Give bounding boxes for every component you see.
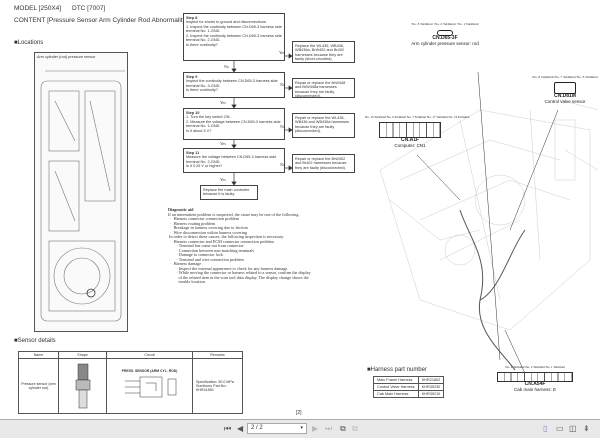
connector-cn-a54f: No. 4 Terminal No. 2 Terminal No. 1 Term… [495, 365, 575, 392]
step-10-yes-label: Yes [220, 141, 226, 146]
diagnostic-line: · Harness damage [168, 261, 202, 266]
sensor-details-table: Name Shape Circuit Remarks Pressure sens… [18, 351, 243, 414]
diagnostic-line: If an intermittent problem is suspected,… [168, 211, 300, 217]
diagnostic-line: · Terminal has come out from connector [168, 243, 244, 248]
diagnostic-line: In order to detect these causes, the fol… [168, 234, 285, 239]
harness-routing-illustration [379, 71, 599, 381]
diagnostic-line: · Damage to connector lock [168, 252, 223, 257]
step-9-no-label: No [280, 82, 285, 87]
sensor-name: Pressure sensor (arm cylinder rod) [18, 358, 59, 414]
final-action-box: Replace the main controller because it i… [200, 185, 258, 200]
next-page-button[interactable]: ▶ [312, 424, 319, 433]
column-header: Name [18, 351, 59, 359]
column-header: Circuit [106, 351, 193, 359]
diagnostic-title: Diagnostic aid [168, 207, 194, 212]
dtc-label: DTC [7007] [72, 5, 106, 12]
diagnostic-line: · Harness connector and ECM connector co… [168, 238, 274, 244]
step-9-action: Repair or replace the BrW448 and BrW448a… [292, 78, 355, 98]
step-11-action: Repair or replace the BrW402 and Br402 h… [292, 154, 355, 173]
connector-pins-icon [554, 82, 576, 94]
diagnostic-line: · Wire disconnection within harness cove… [168, 229, 248, 235]
two-page-view-icon[interactable]: ◫ [569, 424, 577, 433]
step-11-no-label: No [280, 162, 285, 167]
previous-page-button[interactable]: ◀ [237, 424, 244, 433]
first-page-button[interactable]: ⏮ [224, 424, 232, 433]
connector-pins-icon [497, 372, 573, 382]
flowchart-arrows [231, 53, 293, 186]
diagnostic-line: · Breakage in harness covering due to fr… [168, 225, 248, 230]
chevron-down-icon: ▾ [300, 425, 303, 431]
diagnostic-line: · Harness connector connection problem [168, 216, 240, 221]
sensor-details-heading: ■Sensor details [14, 338, 56, 344]
connector-cn-a1f: No. 10 Terminal No. 6 Terminal No. 7 Ter… [365, 115, 470, 148]
step-8-no-label: No [224, 64, 229, 69]
diagnostic-line: of the related item in the scan tool dat… [168, 274, 309, 280]
page-label: [2] [296, 410, 302, 416]
sensor-shape-image [58, 358, 107, 414]
locations-heading: ■Locations [14, 40, 44, 46]
copy-icon[interactable]: ⧉ [340, 424, 346, 433]
diagnostic-line: · Harness routing problem [168, 220, 216, 226]
step-9-yes-label: Yes [220, 100, 226, 105]
step-10-no-label: No [280, 124, 285, 129]
connector-pins-icon [437, 30, 453, 36]
scroll-view-icon[interactable]: ⇟ [583, 424, 590, 433]
viewer-toolbar: ⏮ ◀ 2 / 2▾ ▶ ⏭ ⧉ ⧉ ▯ ▭ ◫ ⇟ [0, 419, 600, 438]
content-title: CONTENT [Pressure Sensor Arm Cylinder Ro… [14, 17, 188, 24]
diagnostic-aid: Diagnostic aid If an intermittent proble… [168, 207, 368, 285]
locations-image-label: Arm cylinder (rod) pressure sensor [37, 55, 96, 59]
step-8-yes-label: Yes [279, 50, 285, 55]
connector-cn-d65-3f: No. 3 Terminal No. 2 Terminal No. 1 Term… [411, 22, 479, 46]
step-8-action: Replace the WL435, WB436, WB436a, BrW402… [292, 41, 355, 63]
column-header: Shape [58, 351, 107, 359]
last-page-button[interactable]: ⏭ [325, 424, 333, 433]
single-page-view-icon[interactable]: ▯ [543, 424, 548, 433]
continuous-view-icon[interactable]: ▭ [556, 424, 564, 433]
step-11-yes-label: Yes [220, 177, 226, 182]
page-number-select[interactable]: 2 / 2▾ [247, 423, 307, 434]
connector-pins-icon [379, 122, 441, 138]
harness-heading: ■Harness part number [367, 367, 427, 373]
diagnostic-line: · Connection between non-matching termin… [168, 247, 255, 253]
connector-cn-d81m: No. 6 Terminal No. 7 Terminal No. 3 Term… [532, 75, 598, 104]
machine-top-view-illustration [40, 70, 125, 322]
locations-image: Arm cylinder (rod) pressure sensor [34, 52, 128, 332]
sensor-circuit: PRESS. SENSOR (ARM CYL. ROD) [106, 358, 193, 414]
diagnostic-line: · Terminal and wire connection problem [168, 256, 244, 262]
diagnostic-line: trouble location. [168, 279, 206, 284]
paste-icon[interactable]: ⧉ [352, 424, 358, 433]
diagnostic-line: · While moving the connector or harness … [168, 270, 311, 275]
diagnostic-line: · Inspect the external appearance to che… [168, 265, 289, 271]
model-label: MODEL [250X4] [14, 5, 62, 12]
step-10-action: Repair or replace the WL435, WB436 and W… [292, 113, 355, 138]
column-header: Remarks [192, 351, 243, 359]
